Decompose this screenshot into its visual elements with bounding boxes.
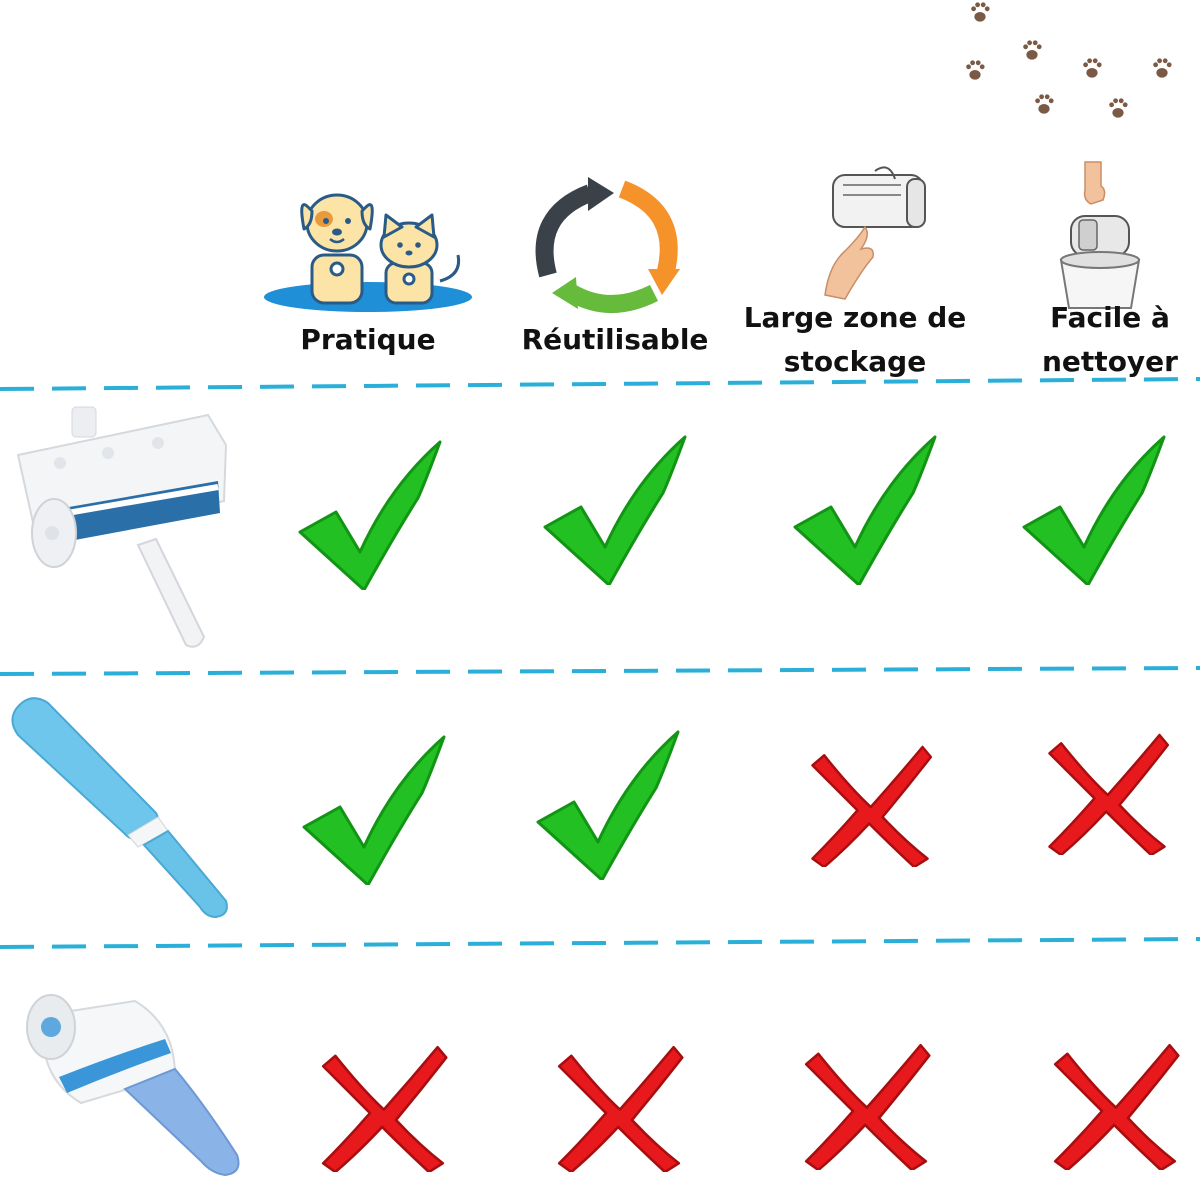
paw-icon — [1153, 58, 1172, 78]
column-header-line: stockage — [783, 345, 927, 378]
row-divider — [0, 377, 1200, 391]
recycle-arrows-icon — [535, 177, 680, 313]
cross-mark-icon — [1045, 1040, 1185, 1170]
paw-icon — [1035, 94, 1054, 114]
cross-mark-icon — [796, 1040, 936, 1170]
paw-icon — [971, 2, 990, 22]
row-divider — [0, 666, 1200, 676]
check-mark-icon — [1022, 435, 1172, 585]
hand-opening-roller-icon — [824, 166, 926, 300]
check-mark-icon — [536, 730, 686, 880]
check-mark-icon — [298, 440, 448, 590]
white-roller-with-compartment — [16, 406, 228, 648]
column-header-line: Large zone de — [743, 301, 967, 334]
column-header-reutilisable: Réutilisable — [521, 323, 709, 356]
check-mark-icon — [543, 435, 693, 585]
paw-prints-decoration — [966, 2, 1172, 118]
check-mark-icon — [793, 435, 943, 585]
paw-icon — [1023, 40, 1042, 60]
paw-icon — [1083, 58, 1102, 78]
row-divider — [0, 937, 1200, 949]
cross-mark-icon — [1038, 730, 1176, 855]
cross-mark-icon — [800, 742, 940, 867]
column-header-facile-a-nettoyer: Facile à nettoyer — [1025, 296, 1195, 384]
cross-mark-icon — [314, 1042, 452, 1172]
blue-lint-brush — [11, 697, 228, 919]
hand-emptying-roller-icon — [1059, 161, 1141, 309]
dog-and-cat-icon — [264, 193, 472, 312]
adhesive-tape-roller — [26, 994, 240, 1177]
paw-icon — [966, 60, 985, 80]
column-header-line: Facile à — [1050, 301, 1170, 334]
column-header-large-zone-de-stockage: Large zone de stockage — [735, 296, 975, 384]
column-header-line: nettoyer — [1042, 345, 1178, 378]
check-mark-icon — [302, 735, 452, 885]
column-header-pratique: Pratique — [300, 323, 436, 356]
cross-mark-icon — [550, 1042, 688, 1172]
paw-icon — [1109, 98, 1128, 118]
